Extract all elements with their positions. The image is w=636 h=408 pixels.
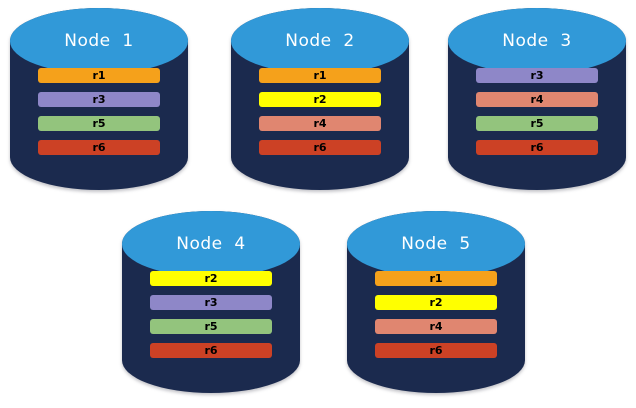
node-label: Node 2 [285,30,355,51]
replica-bar: r5 [38,116,160,131]
cylinder-top-ellipse [10,8,188,74]
replica-bar: r6 [259,140,381,155]
cylinder-top-ellipse [231,8,409,74]
replica-bar: r5 [150,319,272,334]
database-node-cylinder: Node 5 r1 r2 r4 r6 [347,211,525,393]
replica-bar: r1 [375,271,497,286]
database-node-cylinder: Node 4 r2 r3 r5 r6 [122,211,300,393]
replica-bar: r6 [150,343,272,358]
replica-bar: r2 [375,295,497,310]
database-node-cylinder: Node 3 r3 r4 r5 r6 [448,8,626,190]
replica-bar: r3 [476,68,598,83]
replica-bar: r5 [476,116,598,131]
replica-list: r3 r4 r5 r6 [448,68,626,155]
database-node-cylinder: Node 1 r1 r3 r5 r6 [10,8,188,190]
replica-bar: r3 [150,295,272,310]
replica-bar: r4 [375,319,497,334]
node-label: Node 4 [176,233,246,254]
replica-bar: r6 [375,343,497,358]
replica-list: r1 r2 r4 r6 [347,271,525,358]
cylinder-top-ellipse [448,8,626,74]
replica-bar: r6 [38,140,160,155]
node-label: Node 5 [401,233,471,254]
replica-list: r1 r2 r4 r6 [231,68,409,155]
cylinder-top-ellipse [347,211,525,277]
node-label: Node 3 [502,30,572,51]
replica-list: r2 r3 r5 r6 [122,271,300,358]
replica-bar: r3 [38,92,160,107]
replica-bar: r4 [259,116,381,131]
replica-bar: r2 [150,271,272,286]
node-label: Node 1 [64,30,134,51]
replica-bar: r4 [476,92,598,107]
replica-bar: r6 [476,140,598,155]
cylinder-top-ellipse [122,211,300,277]
replica-bar: r1 [259,68,381,83]
replica-bar: r1 [38,68,160,83]
replica-bar: r2 [259,92,381,107]
database-node-cylinder: Node 2 r1 r2 r4 r6 [231,8,409,190]
replica-list: r1 r3 r5 r6 [10,68,188,155]
